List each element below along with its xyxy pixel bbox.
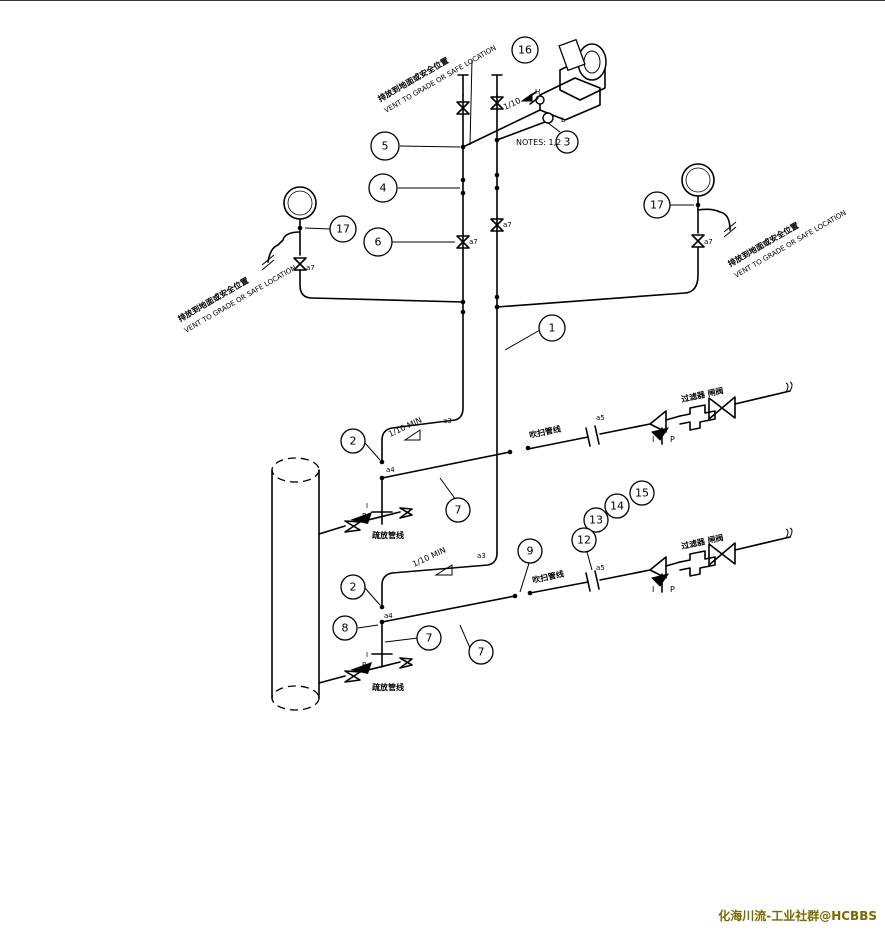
blow-lower-label: 吹扫管线: [531, 569, 564, 585]
i-lower: I: [652, 585, 654, 594]
p-lower: P: [670, 585, 675, 594]
pressure-gauge-left: [261, 186, 464, 303]
bubble-7-lower: 7: [468, 639, 494, 665]
bubble-4: 4: [368, 173, 398, 203]
pressure-gauge-right: [496, 163, 737, 308]
l-label: L: [561, 116, 565, 124]
top-border-line: [0, 0, 885, 4]
a5-upper: a5: [596, 414, 605, 422]
bubble-17-left: 17: [329, 215, 357, 243]
vessel: [271, 457, 320, 711]
a3-lower: a3: [477, 552, 486, 560]
a7-3: a7: [306, 264, 315, 272]
upper-tap-assembly: [318, 381, 793, 535]
svg-text:5: 5: [382, 140, 389, 153]
notes-label: NOTES: 1,2: [516, 138, 561, 147]
vent-en-left: VENT TO GRADE OR SAFE LOCATION: [183, 264, 298, 335]
svg-text:6: 6: [375, 236, 382, 249]
vent-en-right: VENT TO GRADE OR SAFE LOCATION: [733, 209, 848, 280]
bubble-7-mid: 7: [416, 625, 442, 651]
svg-text:3: 3: [564, 136, 571, 149]
svg-text:1: 1: [549, 322, 556, 335]
svg-text:8: 8: [342, 622, 349, 635]
svg-text:17: 17: [336, 223, 350, 236]
filter-lower-label: 过滤器 闸阀: [680, 532, 724, 551]
svg-text:12: 12: [577, 534, 591, 547]
p-drain-lower: P: [362, 661, 366, 669]
bubble-3: 3: [555, 130, 579, 154]
lower-tap-assembly: [318, 527, 793, 684]
p-drain-upper: P: [362, 512, 366, 520]
bubble-12: 12: [571, 527, 597, 553]
bubble-2-upper: 2: [340, 428, 366, 454]
bubble-8: 8: [332, 615, 358, 641]
i-drain-lower: I: [366, 651, 368, 659]
slope-top-label: 1/10: [502, 96, 522, 112]
svg-text:7: 7: [478, 646, 485, 659]
svg-text:4: 4: [380, 182, 387, 195]
a7-4: a7: [704, 238, 713, 246]
i-drain-upper: I: [366, 502, 368, 510]
a4-upper: a4: [386, 466, 395, 474]
p-upper: P: [670, 435, 675, 444]
slope-lower-label: 1/10 MIN: [411, 546, 447, 569]
bubble-1: 1: [538, 314, 566, 342]
bubble-14: 14: [604, 493, 630, 519]
bubble-7-upper: 7: [445, 497, 471, 523]
drain-upper-label: 疏放管线: [372, 530, 404, 540]
bubble-13: 13: [583, 507, 609, 533]
svg-text:13: 13: [589, 514, 603, 527]
a7-2: a7: [503, 221, 512, 229]
svg-text:9: 9: [527, 545, 534, 558]
svg-text:2: 2: [350, 435, 357, 448]
bubble-2-lower: 2: [340, 574, 366, 600]
slope-upper-label: 1/10 MIN: [387, 416, 423, 439]
filter-upper-label: 过滤器 闸阀: [680, 385, 724, 404]
svg-text:17: 17: [650, 199, 664, 212]
svg-text:7: 7: [426, 632, 433, 645]
drain-lower-label: 疏放管线: [372, 682, 404, 692]
svg-text:2: 2: [350, 581, 357, 594]
vent-en-top: VENT TO GRADE OR SAFE LOCATION: [383, 44, 498, 115]
text-labels: 排放到地面或安全位置 VENT TO GRADE OR SAFE LOCATIO…: [176, 44, 848, 692]
a3-upper: a3: [443, 417, 452, 425]
bubble-15: 15: [629, 480, 655, 506]
svg-text:14: 14: [610, 500, 624, 513]
bubble-9: 9: [517, 538, 543, 564]
watermark: 化海川流-工业社群@HCBBS: [718, 909, 877, 923]
bubble-16: 16: [511, 36, 539, 64]
a4-lower: a4: [384, 612, 393, 620]
impulse-lines: [381, 74, 546, 606]
svg-text:7: 7: [455, 504, 462, 517]
svg-text:16: 16: [518, 44, 532, 57]
pressure-transmitter: [527, 38, 607, 133]
h-label: H: [535, 88, 540, 96]
bubble-5: 5: [370, 131, 400, 161]
blow-upper-label: 吹扫管线: [528, 424, 561, 440]
a5-lower: a5: [596, 564, 605, 572]
bubble-6: 6: [363, 227, 393, 257]
a7-1: a7: [469, 238, 478, 246]
bubble-17-right: 17: [643, 191, 671, 219]
svg-text:15: 15: [635, 487, 649, 500]
i-upper: I: [652, 435, 654, 444]
